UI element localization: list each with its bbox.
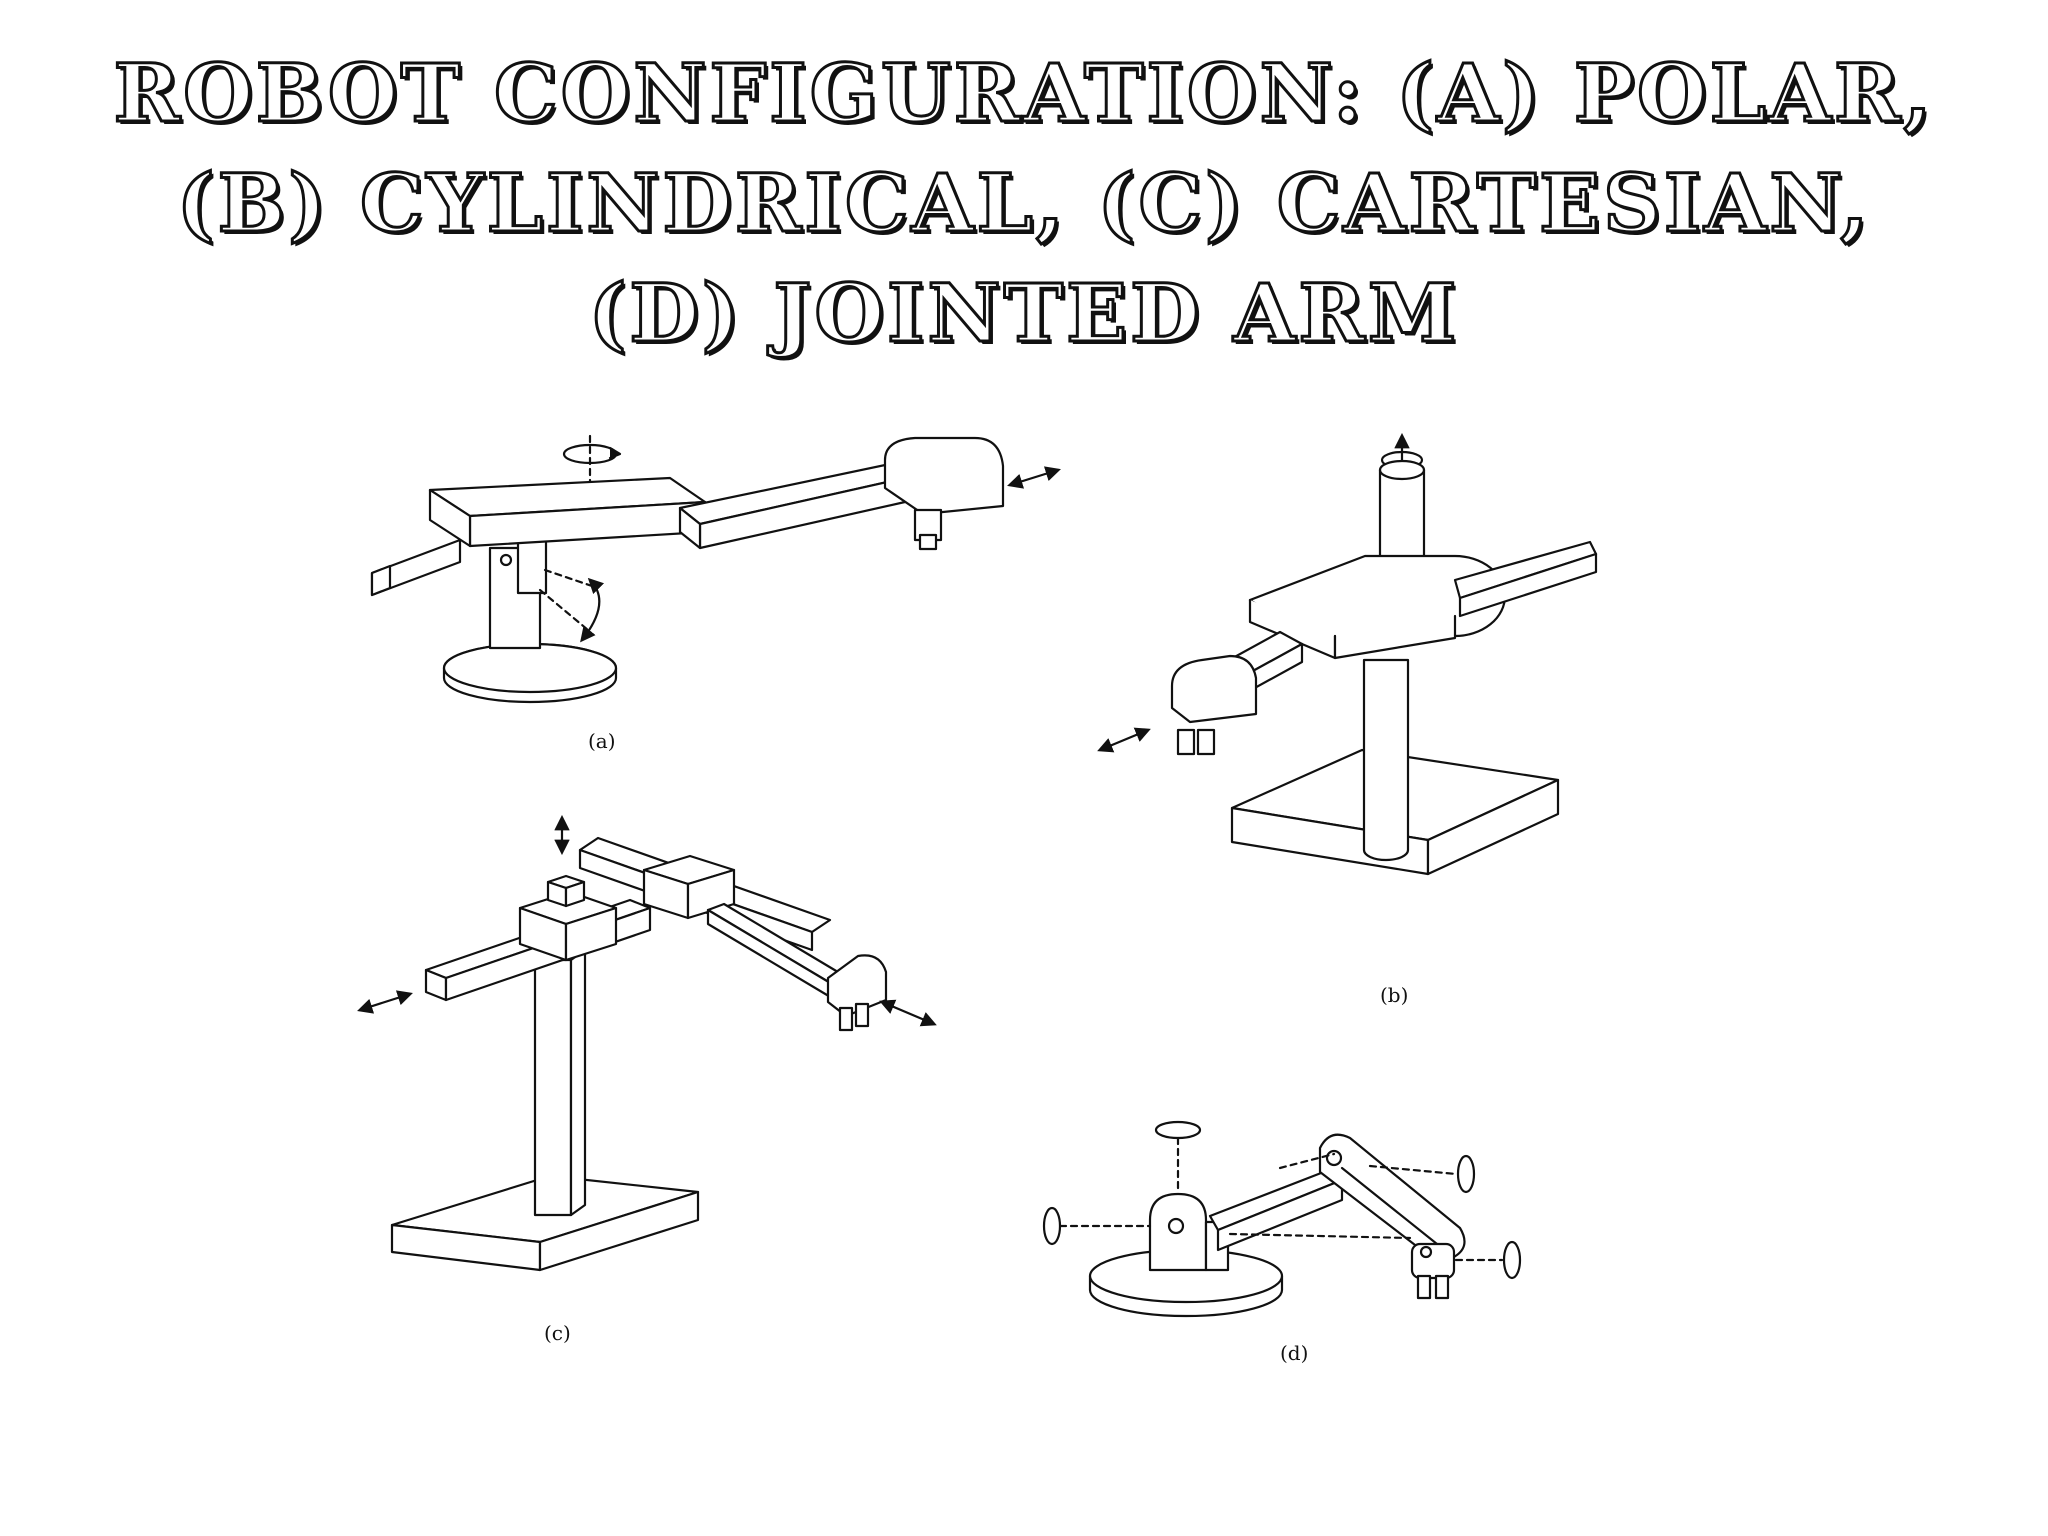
label-c: (c) — [544, 1321, 571, 1345]
diagram-jointed-arm: (d) — [1042, 1120, 1522, 1365]
linear-arrow-icon — [357, 990, 413, 1014]
title-line-3: (d) Jointed Arm — [587, 265, 1460, 362]
rotation-arrow-icon — [562, 434, 622, 502]
slide-title: Robot Configuration: (a) Polar, (b) Cyli… — [0, 38, 2048, 368]
diagram-polar: (a) — [370, 434, 1061, 753]
label-d: (d) — [1280, 1341, 1308, 1365]
diagram-cylindrical: (b) — [1097, 432, 1598, 1007]
linear-arrow-icon — [1097, 727, 1151, 753]
rotation-arrow-icon — [1154, 1120, 1202, 1192]
linear-arrow-icon — [1007, 466, 1061, 489]
label-b: (b) — [1380, 983, 1408, 1007]
rotation-arrow-icon — [1042, 1206, 1062, 1246]
linear-arrow-icon — [879, 999, 937, 1027]
title-line-1: Robot Configuration: (a) Polar, — [112, 45, 1935, 142]
title-line-2: (b) Cylindrical, (c) Cartesian, — [175, 155, 1872, 252]
robot-configurations-figure: (a) (b) — [330, 430, 1610, 1390]
label-a: (a) — [588, 729, 616, 753]
diagram-cartesian: (c) — [357, 814, 937, 1345]
rotation-arrow-icon — [1502, 1240, 1522, 1280]
rotation-arrow-icon — [1456, 1154, 1476, 1194]
